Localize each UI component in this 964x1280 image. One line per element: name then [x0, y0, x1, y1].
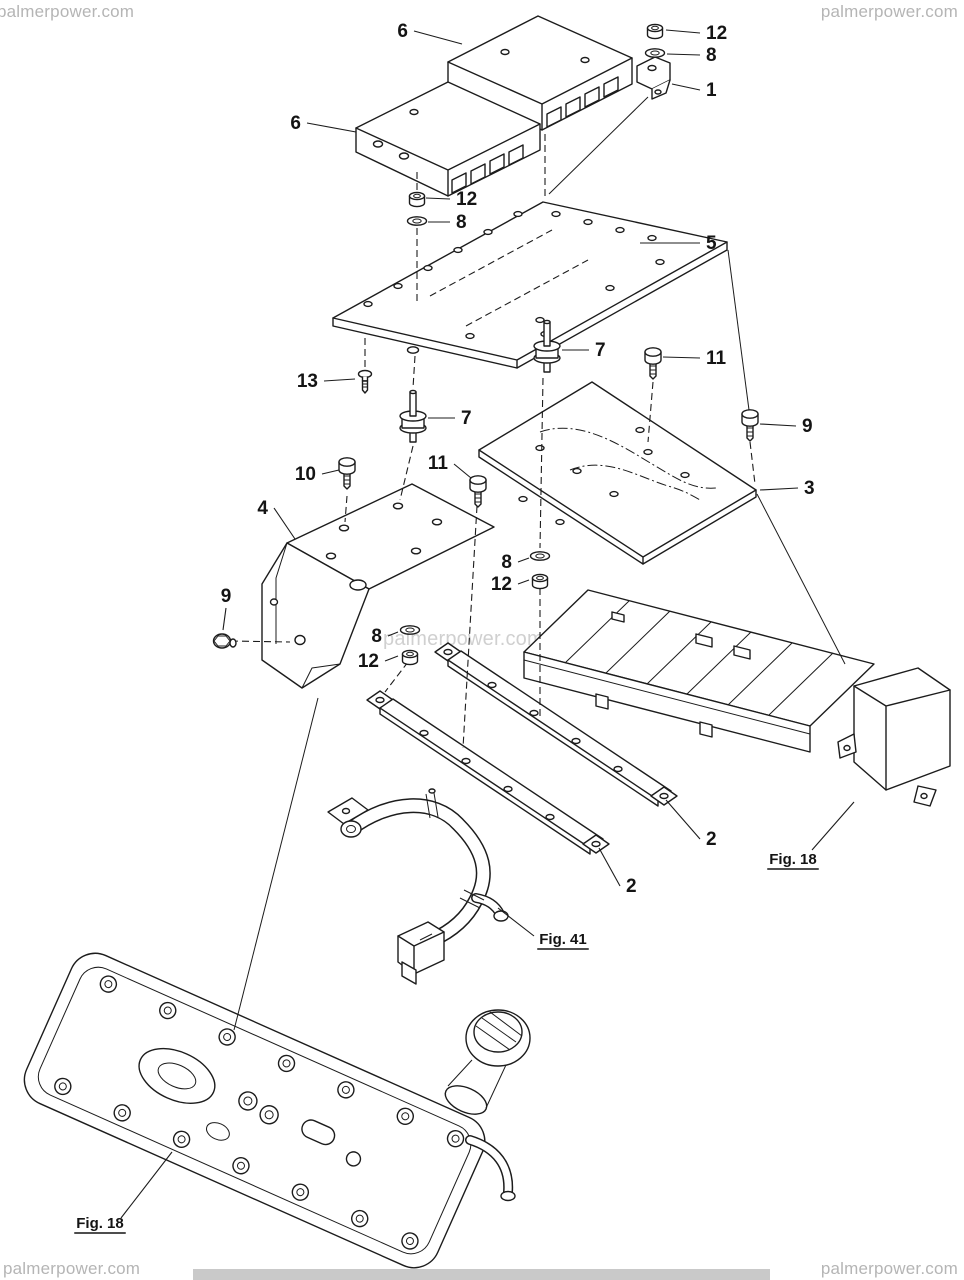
part-callout[interactable]: 9	[802, 416, 813, 437]
part-callout[interactable]: 1	[706, 80, 717, 101]
nut-part12-mid	[408, 191, 426, 208]
callout-leader-line	[323, 378, 356, 382]
bracket-part1	[636, 56, 671, 100]
washer-part8-right	[529, 551, 551, 561]
part-callout[interactable]: 12	[491, 574, 512, 595]
part-callout[interactable]: 4	[257, 498, 268, 519]
callout-leader-line	[665, 799, 701, 840]
figure-ref-leader-line	[120, 1151, 173, 1219]
part-callout[interactable]: 8	[456, 212, 467, 233]
ecu-module-right	[447, 15, 633, 131]
part-callout[interactable]: 13	[297, 371, 318, 392]
callout-leader-line	[517, 557, 530, 563]
callout-leader-line	[759, 423, 797, 427]
watermark-top-left: palmerpower.com	[0, 2, 135, 21]
callout-leader-line	[321, 469, 340, 475]
plate-part5	[332, 201, 728, 369]
breather-pipe	[465, 1135, 516, 1202]
hose-sensor	[397, 921, 445, 985]
callout-leader-line	[387, 631, 399, 637]
callout-leader-line	[598, 847, 621, 887]
part-callout[interactable]: 2	[706, 829, 717, 850]
battery-assembly	[523, 589, 951, 807]
washer-part8-mid	[406, 216, 428, 226]
watermark-top-right: palmerpower.com	[820, 2, 958, 21]
callout-leader-line	[662, 356, 701, 359]
valve-cover	[23, 952, 531, 1269]
part-callout[interactable]: 8	[371, 626, 382, 647]
part-callout[interactable]: 11	[706, 348, 727, 369]
nut-part12-center	[401, 649, 419, 666]
part-callout[interactable]: 3	[804, 478, 815, 499]
connector-lines	[233, 96, 846, 1031]
callout-leader-line	[665, 29, 701, 34]
figure-ref-leader-line	[497, 907, 535, 937]
part-callout[interactable]: 7	[595, 340, 606, 361]
nut-part12-right	[531, 573, 549, 590]
watermark-center: palmerpower.com	[383, 628, 544, 650]
part-callout[interactable]: 8	[501, 552, 512, 573]
watermark-bottom-left: palmerpower.com	[3, 1259, 141, 1278]
oil-filler-cap	[444, 1009, 531, 1115]
figure-ref-link[interactable]: Fig. 18	[76, 1215, 124, 1232]
figure-ref-leader-line	[811, 801, 855, 851]
callout-leader-line	[425, 197, 451, 200]
callout-leader-line	[666, 53, 701, 56]
part-callout[interactable]: 10	[295, 464, 316, 485]
bolt-part9-left	[212, 633, 237, 649]
callout-leader-line	[759, 487, 799, 491]
washer-part8-topright	[644, 48, 666, 58]
valve-cover-bolt-bosses	[54, 975, 465, 1250]
watermark-bottom-right: palmerpower.com	[820, 1259, 958, 1278]
callout-leader-line	[517, 579, 530, 585]
bracket-part4	[261, 483, 495, 689]
part-callout[interactable]: 12	[706, 23, 727, 44]
part-callout[interactable]: 9	[221, 586, 232, 607]
callout-leader-line	[384, 655, 399, 662]
part-callout[interactable]: 2	[626, 876, 637, 897]
bolt-part10	[338, 457, 356, 490]
callout-leader-line	[453, 463, 472, 479]
bolt-part11-right	[644, 347, 662, 380]
callout-leader-line	[222, 607, 227, 631]
part-callout[interactable]: 6	[397, 21, 408, 42]
bottom-edge-strip	[193, 1269, 770, 1280]
part-callout[interactable]: 5	[706, 233, 717, 254]
callout-leader-line	[671, 83, 701, 91]
part-callout[interactable]: 8	[706, 45, 717, 66]
part-callout[interactable]: 12	[358, 651, 379, 672]
callout-leader-line	[413, 30, 463, 45]
callout-leader-line	[273, 507, 296, 540]
nut-part12-topright	[646, 23, 664, 40]
part-callout[interactable]: 12	[456, 189, 477, 210]
ecu-module-left	[355, 81, 541, 197]
part-callout[interactable]: 11	[428, 453, 449, 474]
alignment-lines	[230, 134, 756, 749]
screw-part13	[357, 369, 373, 394]
part-callout[interactable]: 6	[290, 113, 301, 134]
washer-part8-center	[399, 625, 421, 635]
figure-ref-link[interactable]: Fig. 41	[539, 931, 587, 948]
figure-ref-link[interactable]: Fig. 18	[769, 851, 817, 868]
coolant-hose-assembly	[327, 788, 509, 985]
callout-leader-line	[306, 122, 357, 133]
plate-part3	[478, 381, 757, 565]
rail-part2-a	[366, 690, 610, 855]
bolt-part11-left	[469, 475, 487, 508]
part-callout[interactable]: 7	[461, 408, 472, 429]
mount-part7-b	[399, 389, 427, 443]
bolt-part9-right	[741, 409, 759, 442]
